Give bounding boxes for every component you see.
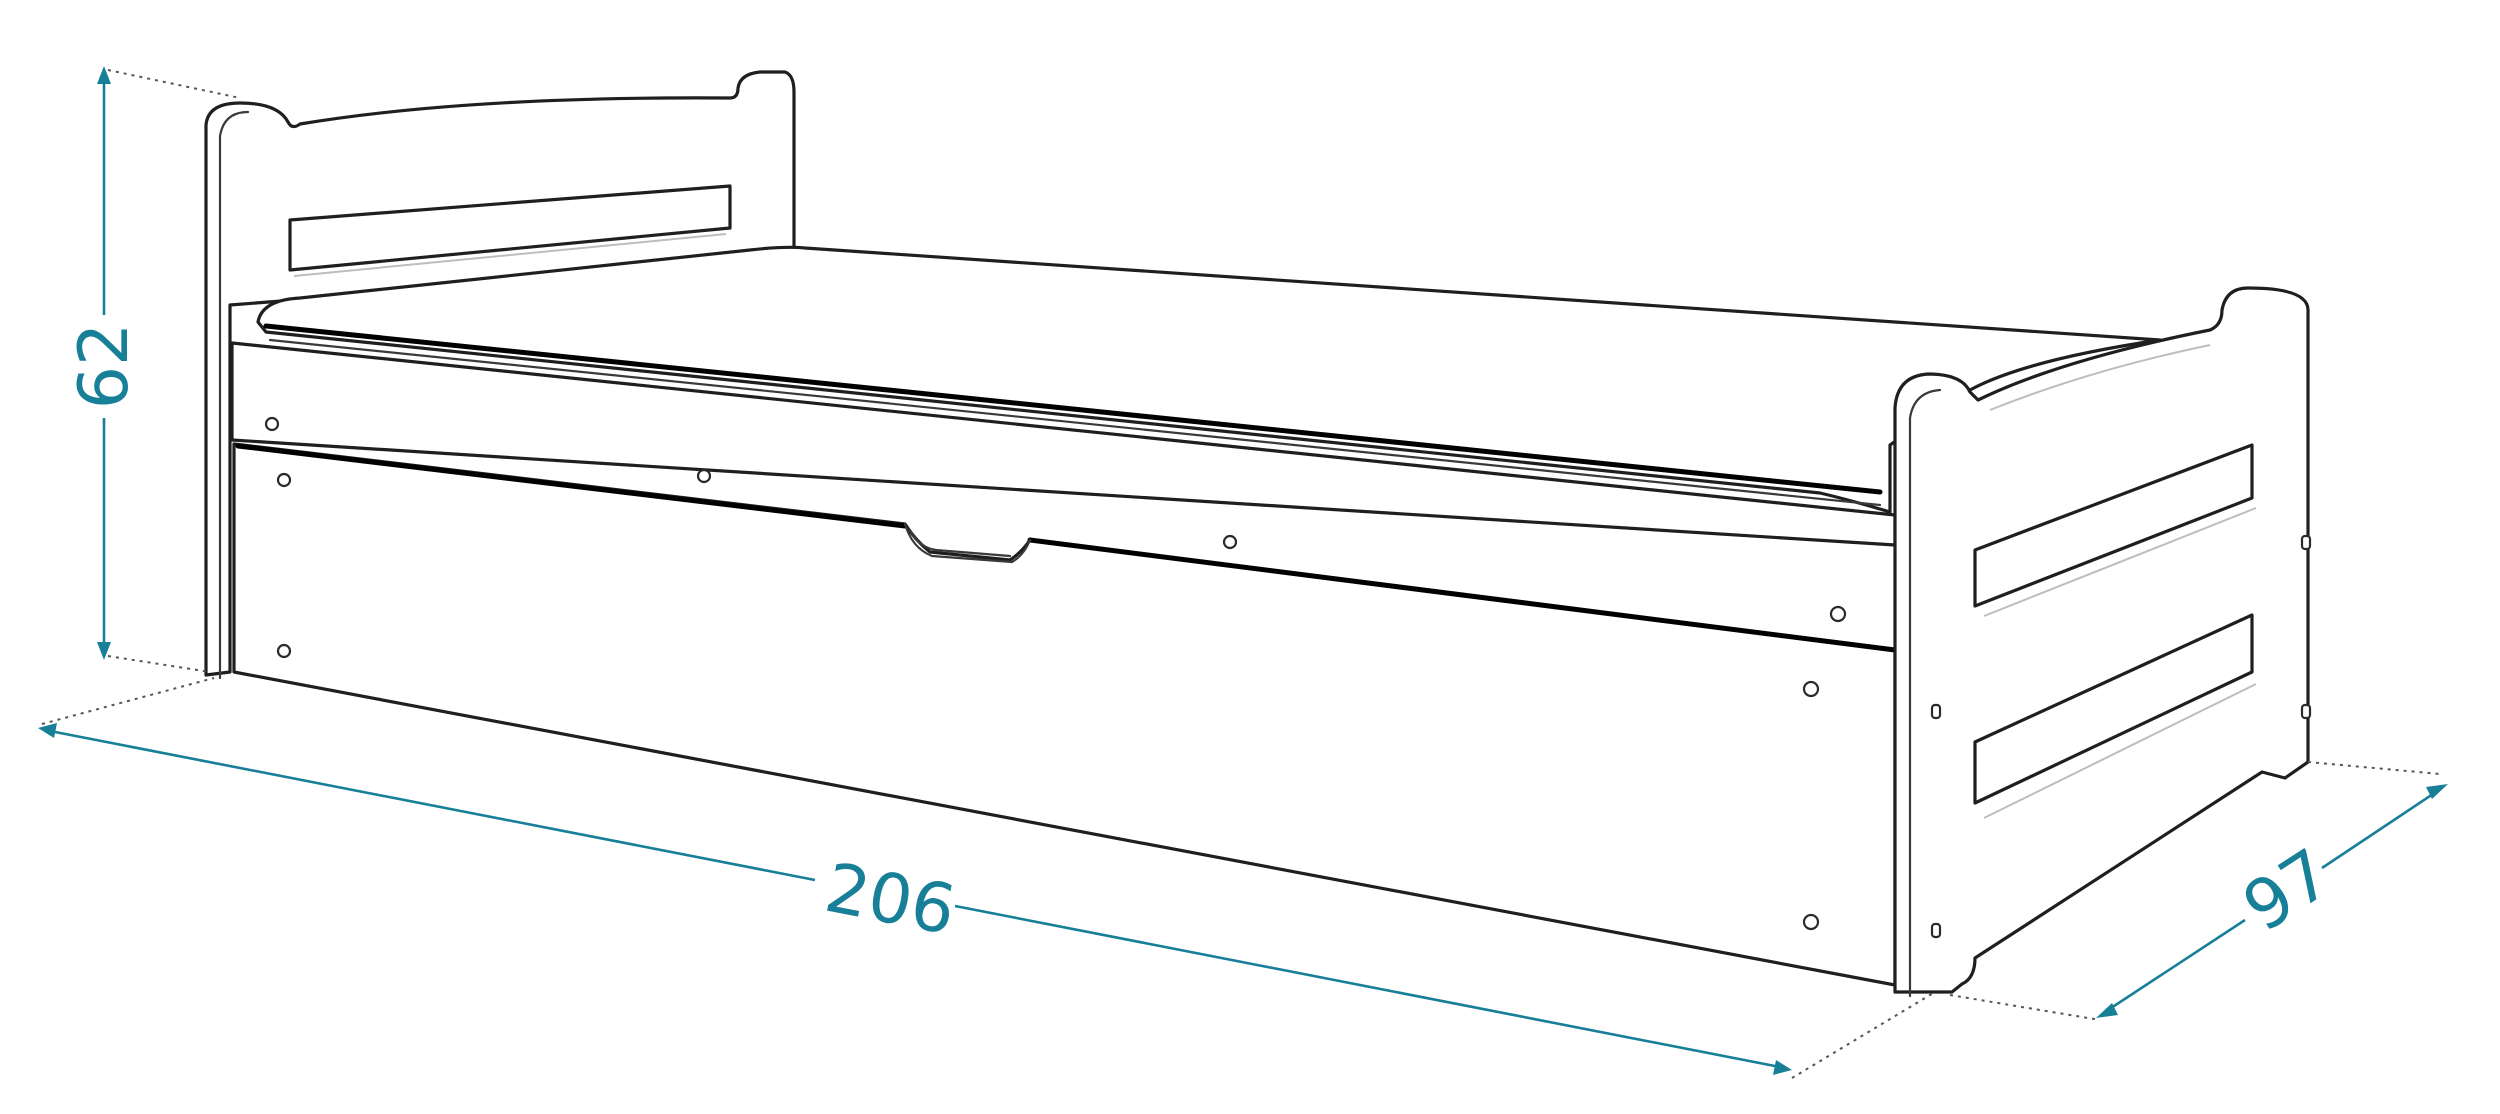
drawer-bolt [1802, 680, 1820, 698]
drawer-bolt [276, 472, 292, 488]
footboard-bolt [1930, 922, 1942, 939]
rail-bolt [264, 416, 280, 432]
length-label: 206 [819, 849, 961, 951]
trundle-drawer [232, 442, 1898, 987]
rail-bolt [696, 468, 712, 484]
drawer-handle-cutout [908, 528, 1012, 558]
footboard-slat-upper [1973, 443, 2254, 608]
rail-bolt [1829, 605, 1847, 623]
footboard-slat-lower [1973, 613, 2254, 805]
footboard-bolt [2300, 534, 2312, 551]
drawer-bolt [1802, 913, 1820, 931]
headboard [204, 70, 796, 680]
drawer-top-edge [235, 443, 1898, 653]
drawer-bolt [276, 643, 292, 659]
headboard-slat [288, 184, 732, 272]
footboard-bolt [2300, 703, 2312, 720]
height-label: 62 [65, 323, 144, 410]
footboard [1893, 286, 2312, 998]
rail-bolt [1222, 534, 1238, 550]
dimension-height: 62 [65, 66, 144, 660]
depth-label: 97 [2230, 834, 2346, 947]
mattress-edge [263, 323, 1883, 495]
footboard-bolt [1930, 703, 1942, 720]
extension-lines [41, 69, 2441, 1079]
mattress [256, 245, 2162, 514]
